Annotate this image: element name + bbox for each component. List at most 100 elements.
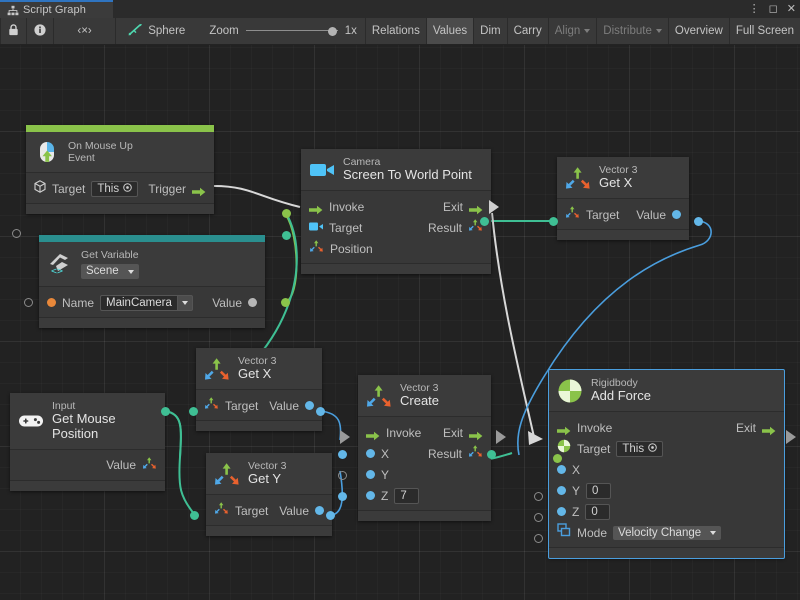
target-value-field[interactable]: This — [91, 180, 139, 197]
string-port-dot — [47, 298, 56, 308]
port-mode[interactable]: Mode Velocity Change — [557, 523, 722, 542]
port-invoke[interactable]: Invoke — [309, 200, 364, 214]
port-value[interactable]: Value — [106, 456, 157, 475]
info-button[interactable] — [27, 18, 54, 44]
port-value[interactable]: Value — [212, 296, 257, 310]
port-z[interactable]: Z 0 — [557, 503, 611, 520]
graph-object-selector[interactable]: Sphere — [116, 18, 195, 44]
port-marker-exit-out[interactable] — [786, 430, 796, 444]
node-on-mouse-up[interactable]: On Mouse Up Event Target — [26, 125, 214, 214]
zoom-slider[interactable] — [245, 25, 338, 37]
toolbar-button-dim[interactable]: Dim — [474, 18, 508, 44]
node-vector3-get-x-mid[interactable]: Vector 3 Get X Target — [196, 348, 322, 431]
target-value-field[interactable]: This — [616, 440, 664, 457]
node-get-variable[interactable]: <> Get Variable Scene Name — [39, 235, 265, 329]
kebab-menu-icon[interactable]: ⋮ — [748, 2, 760, 15]
port-marker-result-out[interactable] — [480, 217, 489, 226]
z-value-input[interactable]: 7 — [394, 487, 420, 504]
port-value[interactable]: Value — [279, 504, 324, 518]
port-marker-x-in[interactable] — [338, 450, 347, 459]
port-marker-value-out[interactable] — [281, 298, 290, 307]
close-icon[interactable]: ✕ — [786, 2, 796, 15]
node-body: Name MainCamera Value — [39, 287, 265, 318]
z-value-input[interactable]: 0 — [585, 503, 611, 520]
lock-button[interactable] — [0, 18, 28, 44]
port-invoke[interactable]: Invoke — [366, 426, 421, 440]
target-picker-icon[interactable] — [123, 182, 132, 195]
port-result[interactable]: Result — [428, 218, 483, 237]
port-marker-invoke-in[interactable] — [340, 430, 350, 444]
vector3-icon — [142, 456, 157, 475]
node-vector3-get-y[interactable]: Vector 3 Get Y Target — [206, 453, 332, 536]
port-marker-target-in[interactable] — [190, 511, 199, 520]
y-value-input[interactable]: 0 — [586, 482, 612, 499]
port-exit[interactable]: Exit — [443, 426, 483, 440]
port-value[interactable]: Value — [636, 208, 681, 222]
port-y[interactable]: Y 0 — [557, 482, 612, 499]
toolbar-button-full-screen[interactable]: Full Screen — [735, 25, 794, 37]
node-vector3-create[interactable]: Vector 3 Create Invoke Exit — [358, 375, 491, 521]
variable-name-dropdown[interactable]: MainCamera — [100, 294, 193, 311]
tab-script-graph[interactable]: Script Graph — [0, 0, 113, 18]
float-port-dot — [672, 210, 681, 219]
chevron-down-icon[interactable] — [176, 294, 193, 311]
port-marker-target-in[interactable] — [553, 454, 562, 463]
node-camera-screen-to-world-point[interactable]: Camera Screen To World Point Invoke Exit — [301, 149, 491, 274]
maximize-icon[interactable]: ◻ — [768, 2, 778, 15]
variable-scope-dropdown[interactable]: Scene — [81, 264, 139, 280]
port-marker-result-out[interactable] — [487, 450, 496, 459]
port-target-label: Target — [235, 503, 269, 518]
mode-dropdown[interactable]: Velocity Change — [613, 525, 722, 540]
port-position[interactable]: Position — [309, 239, 373, 258]
port-target[interactable]: Target This — [34, 179, 139, 198]
port-target[interactable]: Target — [309, 219, 362, 237]
port-marker-exit-out[interactable] — [496, 430, 506, 444]
node-subtitle: On Mouse Up — [68, 139, 133, 152]
node-vector3-get-x-top[interactable]: Vector 3 Get X Target — [557, 157, 689, 240]
port-marker-exit-out[interactable] — [489, 200, 499, 214]
port-invoke[interactable]: Invoke — [557, 421, 612, 435]
toolbar-button-overview[interactable]: Overview — [669, 18, 730, 44]
port-marker-invoke-in[interactable] — [282, 209, 291, 218]
port-target[interactable]: Target — [565, 205, 619, 224]
toolbar-button-relations[interactable]: Relations — [364, 18, 427, 44]
port-exit[interactable]: Exit — [443, 200, 483, 214]
toolbar-button-distribute[interactable]: Distribute — [597, 18, 669, 44]
port-marker-value-out[interactable] — [316, 407, 325, 416]
port-marker-y-in[interactable] — [534, 492, 543, 501]
toolbar-button-values[interactable]: Values — [426, 18, 475, 44]
port-target[interactable]: Target — [204, 396, 258, 415]
port-x[interactable]: X — [366, 447, 389, 461]
port-exit[interactable]: Exit — [736, 421, 776, 435]
node-input-get-mouse-position[interactable]: Input Get Mouse Position Value — [10, 393, 165, 491]
port-trigger[interactable]: Trigger — [148, 182, 206, 196]
port-marker-z-in[interactable] — [534, 513, 543, 522]
port-name[interactable]: Name MainCamera — [47, 294, 193, 311]
graph-canvas[interactable]: On Mouse Up Event Target — [0, 45, 800, 600]
port-target[interactable]: Target — [214, 501, 268, 520]
port-target[interactable]: Target This — [557, 439, 664, 458]
zoom-slider-knob[interactable] — [327, 26, 337, 36]
port-marker-target-in[interactable] — [12, 229, 21, 238]
node-rigidbody-add-force[interactable]: Rigidbody Add Force Invoke Exit — [548, 369, 785, 559]
port-marker-value-out[interactable] — [694, 217, 703, 226]
port-marker-y-in[interactable] — [338, 471, 347, 480]
code-toggle-button[interactable]: ‹×› — [54, 18, 117, 44]
port-marker-value-out[interactable] — [326, 511, 335, 520]
port-result[interactable]: Result — [428, 444, 483, 463]
target-picker-icon[interactable] — [648, 442, 657, 455]
port-marker-value-out[interactable] — [161, 407, 170, 416]
port-z-label: Z — [381, 488, 389, 503]
port-marker-position-in[interactable] — [282, 231, 291, 240]
port-x[interactable]: X — [557, 463, 580, 477]
toolbar-button-carry[interactable]: Carry — [508, 18, 549, 44]
port-marker-target-in[interactable] — [549, 217, 558, 226]
port-y[interactable]: Y — [366, 468, 389, 482]
port-marker-mode-in[interactable] — [534, 534, 543, 543]
port-marker-target-in[interactable] — [189, 407, 198, 416]
toolbar-button-align[interactable]: Align — [549, 18, 598, 44]
port-marker-name-in[interactable] — [24, 298, 33, 307]
port-z[interactable]: Z 7 — [366, 487, 420, 504]
port-marker-z-in[interactable] — [338, 492, 347, 501]
port-value[interactable]: Value — [269, 399, 314, 413]
